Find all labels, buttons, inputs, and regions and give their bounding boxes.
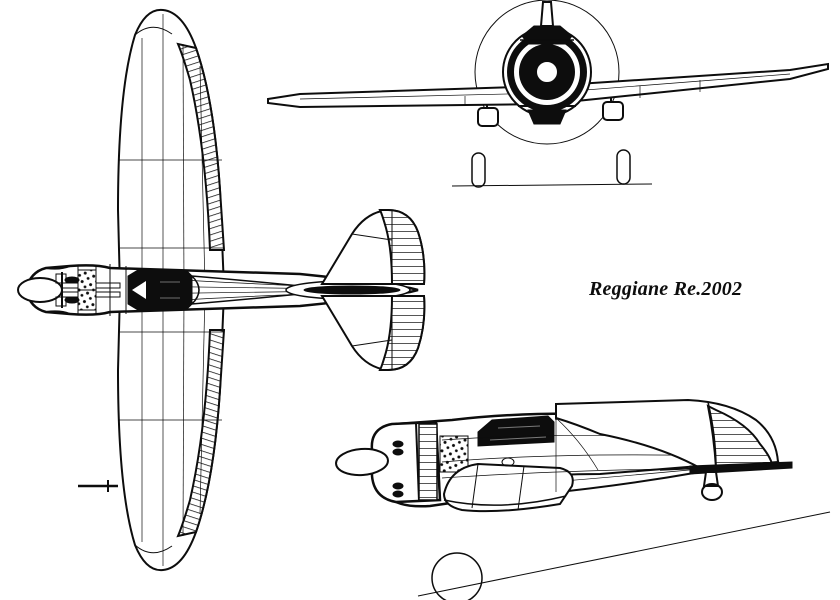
front-wheel-left	[471, 152, 486, 188]
front-ground-line	[451, 183, 653, 187]
front-wheel-right	[616, 149, 631, 185]
side-exhaust-stubs	[439, 435, 469, 473]
front-canopy	[521, 25, 573, 45]
side-ground-line	[417, 511, 831, 597]
side-view	[335, 398, 831, 600]
side-cowl-flaps	[418, 423, 438, 501]
front-spinner-hub	[535, 60, 559, 84]
side-rudder	[706, 404, 774, 470]
front-landing-gear-right	[602, 98, 624, 121]
plan-tailplane	[320, 208, 426, 372]
drawing-caption: Reggiane Re.2002	[589, 278, 743, 300]
front-view	[267, 0, 829, 188]
plan-aileron-upper	[176, 42, 226, 251]
propeller-arc	[474, 0, 620, 145]
side-wheel	[431, 552, 483, 600]
plan-wing-lower	[78, 291, 226, 572]
plan-aileron-lower	[176, 329, 226, 538]
plan-exhaust-right	[77, 289, 97, 311]
plan-exhaust-left	[77, 269, 97, 291]
plan-view	[17, 8, 426, 572]
side-spinner	[335, 447, 389, 477]
propeller-blade	[539, 1, 555, 27]
side-canopy	[477, 415, 555, 447]
side-tailwheel	[701, 483, 723, 501]
plan-wing-upper	[116, 8, 226, 289]
front-landing-gear-left	[477, 104, 499, 127]
plan-spinner	[17, 277, 63, 303]
